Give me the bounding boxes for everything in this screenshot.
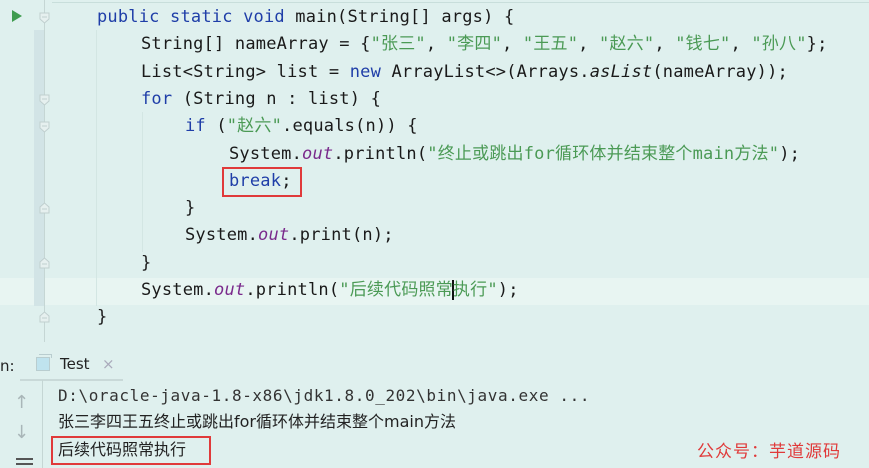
code-token-kw: for xyxy=(141,88,183,109)
code-token-ital: asList xyxy=(589,61,653,82)
run-tool-window-header: n: Test × xyxy=(0,352,869,381)
current-line-highlight xyxy=(0,278,869,305)
code-token-str: "王五" xyxy=(522,34,579,55)
text-caret xyxy=(451,280,454,300)
code-token-plain: System. xyxy=(141,280,215,300)
code-line: } xyxy=(141,250,151,276)
code-line: System.out.print(n); xyxy=(185,222,394,248)
code-token-str: "孙八" xyxy=(751,34,807,55)
code-token-plain: } xyxy=(185,198,196,219)
code-token-plain: } xyxy=(141,252,152,273)
indent-guide xyxy=(96,30,97,306)
code-token-str: "钱七" xyxy=(675,34,731,55)
break-highlight-box xyxy=(222,167,302,197)
code-token-kw: new xyxy=(349,61,392,82)
scroll-down-arrow-icon[interactable]: ↓ xyxy=(14,422,30,443)
code-token-str: "张三" xyxy=(370,34,426,55)
console-sidebar-divider xyxy=(42,380,43,468)
code-line: String[] nameArray = {"张三", "李四", "王五", … xyxy=(141,31,828,57)
tab-label: Test xyxy=(60,355,90,373)
code-line: System.out.println("后续代码照常执行"); xyxy=(141,277,519,303)
tab-underline xyxy=(20,379,123,381)
run-gutter-icon[interactable] xyxy=(12,10,22,22)
indent-guide xyxy=(142,112,143,252)
fold-close-icon[interactable] xyxy=(39,257,50,269)
code-line: break; xyxy=(229,168,292,194)
code-token-str: "赵六" xyxy=(226,116,283,137)
code-line: if ("赵六".equals(n)) { xyxy=(185,113,418,139)
code-token-plain: ArrayList<>(Arrays. xyxy=(391,61,590,82)
code-token-plain: , xyxy=(654,34,676,55)
code-line: } xyxy=(185,195,195,221)
fold-open-icon[interactable] xyxy=(39,12,50,24)
code-token-plain: , xyxy=(578,34,600,55)
code-token-plain: System. xyxy=(185,225,259,246)
console-output-line: 后续代码照常执行 xyxy=(58,440,187,459)
code-line: List<String> list = new ArrayList<>(Arra… xyxy=(141,59,788,85)
close-icon[interactable]: × xyxy=(102,355,115,373)
code-token-fld: out xyxy=(258,225,290,246)
code-token-plain: (String n : list) { xyxy=(182,88,382,109)
code-token-plain: .println( xyxy=(333,143,428,164)
code-token-str: 执行" xyxy=(452,280,498,300)
code-token-plain: , xyxy=(730,34,752,55)
code-line: System.out.println("终止或跳出for循环体并结束整个main… xyxy=(229,141,800,167)
code-token-plain: main(String[] args) { xyxy=(295,7,515,27)
fold-close-icon[interactable] xyxy=(39,202,50,214)
code-token-plain: ); xyxy=(497,280,519,300)
code-token-kw: break xyxy=(229,170,282,191)
code-token-str: "李四" xyxy=(446,34,503,55)
soft-wrap-icon[interactable] xyxy=(16,458,33,468)
editor-top-border xyxy=(52,2,869,3)
watermark-text: 公众号：芋道源码 xyxy=(697,442,841,462)
console-output-line: 张三李四王五终止或跳出for循环体并结束整个main方法 xyxy=(58,412,456,431)
gutter-scope-shade xyxy=(34,30,44,306)
fold-open-icon[interactable] xyxy=(39,94,50,106)
code-line: } xyxy=(97,304,107,330)
code-token-plain: ); xyxy=(779,143,801,164)
code-token-str: "后续代码照常 xyxy=(339,280,453,300)
code-token-plain: }; xyxy=(806,34,828,55)
code-token-plain: System. xyxy=(229,143,303,164)
code-token-str: "终止或跳出for循环体并结束整个main方法" xyxy=(427,143,780,164)
code-editor[interactable]: public static void main(String[] args) {… xyxy=(0,0,869,345)
code-token-plain: .print(n); xyxy=(289,225,394,246)
code-token-plain: (nameArray)); xyxy=(652,61,788,82)
code-token-plain: , xyxy=(425,34,447,55)
code-token-plain: List<String> list = xyxy=(141,61,350,82)
fold-close-icon[interactable] xyxy=(39,311,50,323)
scroll-up-arrow-icon[interactable]: ↑ xyxy=(14,392,30,413)
code-token-kw: public static void xyxy=(97,7,296,27)
code-token-kw: if xyxy=(185,116,217,137)
code-token-plain: ; xyxy=(281,170,292,191)
run-tab-test[interactable]: Test × xyxy=(34,352,124,380)
console-command-line: D:\oracle-java-1.8-x86\jdk1.8.0_202\bin\… xyxy=(58,386,591,405)
fold-open-icon[interactable] xyxy=(39,121,50,133)
code-token-fld: out xyxy=(302,143,334,164)
code-token-fld: out xyxy=(214,280,246,300)
code-token-plain: String[] nameArray = { xyxy=(141,34,371,55)
code-line: for (String n : list) { xyxy=(141,86,381,112)
console-window-icon xyxy=(36,354,52,371)
code-token-plain: , xyxy=(502,34,523,55)
output-highlight-box xyxy=(51,436,211,465)
code-token-str: "赵六" xyxy=(599,34,655,55)
run-label: n: xyxy=(0,357,15,375)
code-token-plain: .println( xyxy=(245,280,340,300)
gutter-divider xyxy=(44,0,45,342)
code-token-plain: } xyxy=(97,307,108,328)
code-token-plain: .equals(n)) { xyxy=(282,116,418,137)
code-line: public static void main(String[] args) { xyxy=(97,4,514,30)
code-token-plain: ( xyxy=(216,116,227,137)
